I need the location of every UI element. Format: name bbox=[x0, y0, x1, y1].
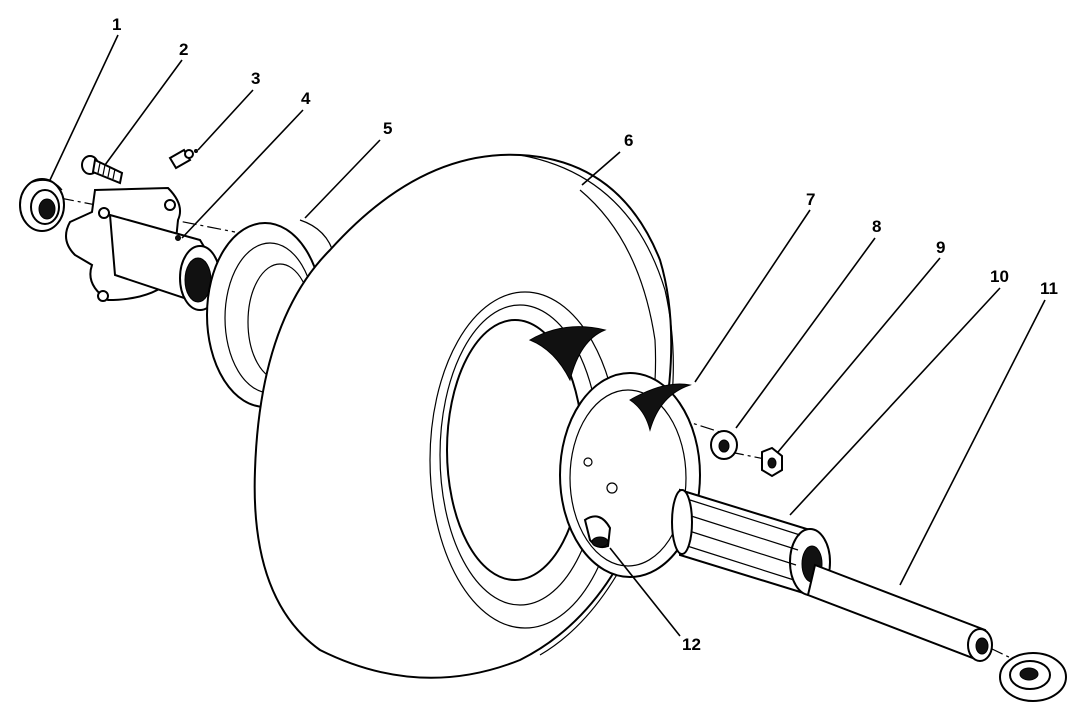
part-10-spacer-sleeve bbox=[671, 488, 831, 597]
part-4-hub bbox=[65, 186, 221, 311]
label-1: 1 bbox=[112, 15, 121, 34]
part-8-washer bbox=[710, 430, 738, 460]
leader-lines bbox=[49, 34, 1046, 637]
label-9: 9 bbox=[936, 238, 945, 257]
part-6-tire bbox=[253, 153, 674, 679]
part-1-flange-bushing-right bbox=[999, 652, 1067, 702]
part-labels: 1 2 3 4 5 6 7 8 9 10 11 12 bbox=[112, 15, 1058, 654]
label-4: 4 bbox=[301, 89, 311, 108]
label-11: 11 bbox=[1040, 279, 1058, 298]
part-11-axle bbox=[806, 563, 993, 662]
part-12-valve-stem bbox=[583, 515, 612, 549]
part-2-bolt bbox=[81, 155, 124, 185]
label-3: 3 bbox=[251, 69, 260, 88]
part-9-nut bbox=[761, 446, 783, 478]
label-12: 12 bbox=[682, 635, 701, 654]
label-2: 2 bbox=[179, 40, 188, 59]
label-8: 8 bbox=[872, 217, 881, 236]
part-1-flange-bushing bbox=[19, 178, 65, 232]
label-6: 6 bbox=[624, 131, 633, 150]
label-10: 10 bbox=[990, 267, 1009, 286]
label-7: 7 bbox=[806, 190, 815, 209]
part-3-grease-fitting bbox=[168, 148, 198, 170]
label-5: 5 bbox=[383, 119, 392, 138]
